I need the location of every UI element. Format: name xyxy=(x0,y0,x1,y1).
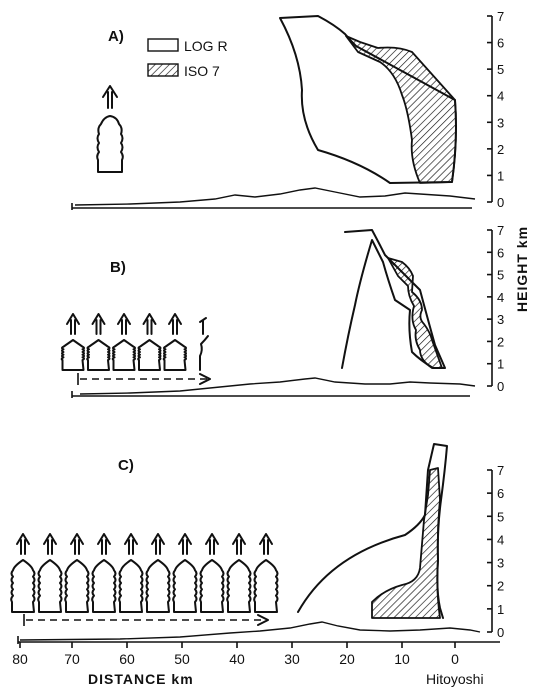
height-axis-b: 0 1 2 3 4 5 6 7 xyxy=(487,223,504,394)
height-tick-label: 5 xyxy=(497,62,504,77)
height-axis-c: 0 1 2 3 4 5 6 7 xyxy=(487,463,504,640)
convective-cell xyxy=(65,560,88,612)
convective-cell xyxy=(113,340,135,370)
cell-arrow-icon xyxy=(260,534,272,554)
distance-tick-label: 30 xyxy=(284,651,300,667)
distance-endpoint-label: Hitoyoshi xyxy=(426,671,484,687)
terrain-profile-a xyxy=(75,188,475,205)
cell-arrow-icon xyxy=(98,534,110,554)
panel-a: A) LOG R ISO 7 xyxy=(72,16,475,210)
cell-arrow-icon xyxy=(152,534,164,554)
cell-arrow-icon xyxy=(93,314,105,334)
cell-arrow-icon xyxy=(169,314,181,334)
height-tick-label: 2 xyxy=(497,142,504,157)
height-tick-label: 5 xyxy=(497,268,504,283)
height-tick-label: 1 xyxy=(497,602,504,617)
cell-arrow-icon xyxy=(200,318,206,334)
cell-arrow-icon xyxy=(71,534,83,554)
cell-arrow-icon xyxy=(125,534,137,554)
height-tick-label: 3 xyxy=(497,115,504,130)
height-tick-label: 4 xyxy=(497,532,504,547)
height-tick-label: 4 xyxy=(497,89,504,104)
height-axis-title: HEIGHT km xyxy=(514,226,530,312)
cell-arrow-icon xyxy=(118,314,130,334)
echo-iso-7-b xyxy=(388,258,442,368)
legend: LOG R ISO 7 xyxy=(148,38,228,79)
cell-arrow-icon xyxy=(179,534,191,554)
cell-extent-arrow-c xyxy=(24,614,268,626)
distance-tick-label: 80 xyxy=(12,651,28,667)
height-tick-label: 0 xyxy=(497,625,504,640)
height-tick-label: 6 xyxy=(497,245,504,260)
panel-c-label: C) xyxy=(118,457,134,474)
convective-cell xyxy=(87,340,109,370)
height-tick-label: 3 xyxy=(497,312,504,327)
height-tick-label: 7 xyxy=(497,9,504,24)
echo-iso-7-a xyxy=(346,36,456,183)
distance-tick-label: 40 xyxy=(229,651,245,667)
height-tick-label: 3 xyxy=(497,556,504,571)
distance-tick-label: 50 xyxy=(174,651,190,667)
convective-cells-c xyxy=(11,534,277,612)
cell-arrow-icon xyxy=(17,534,29,554)
convective-cell xyxy=(146,560,169,612)
legend-swatch-iso-7 xyxy=(148,64,178,76)
cell-arrow-icon xyxy=(67,314,79,334)
distance-tick-label: 10 xyxy=(394,651,410,667)
height-tick-label: 2 xyxy=(497,579,504,594)
distance-axis-title: DISTANCE km xyxy=(88,671,194,687)
convective-cell xyxy=(200,336,208,370)
height-tick-label: 6 xyxy=(497,36,504,51)
distance-tick-label: 0 xyxy=(451,651,459,667)
legend-swatch-log-r xyxy=(148,39,178,51)
convective-cell xyxy=(254,560,277,612)
height-tick-label: 1 xyxy=(497,357,504,372)
convective-cell xyxy=(200,560,223,612)
terrain-profile-b xyxy=(80,378,475,394)
terrain-profile-c xyxy=(20,622,480,640)
cell-arrow-icon xyxy=(144,314,156,334)
height-tick-label: 6 xyxy=(497,486,504,501)
convective-cell xyxy=(97,116,123,172)
panel-a-label: A) xyxy=(108,28,124,45)
panel-b: B) xyxy=(62,230,475,398)
height-tick-label: 0 xyxy=(497,379,504,394)
convective-cell xyxy=(173,560,196,612)
distance-tick-label: 20 xyxy=(339,651,355,667)
convective-cells-b xyxy=(62,314,208,370)
legend-label-iso-7: ISO 7 xyxy=(184,63,220,79)
distance-tick-label: 70 xyxy=(64,651,80,667)
height-tick-label: 7 xyxy=(497,223,504,238)
height-tick-label: 1 xyxy=(497,168,504,183)
convective-cell xyxy=(11,560,34,612)
height-tick-label: 0 xyxy=(497,195,504,210)
convective-cells-a xyxy=(97,86,123,172)
panel-b-label: B) xyxy=(110,259,126,276)
cell-extent-arrow-b xyxy=(78,373,210,385)
convective-cell xyxy=(62,340,84,370)
height-axis-a: 0 1 2 3 4 5 6 7 xyxy=(487,9,504,210)
cell-arrow-icon xyxy=(233,534,245,554)
panel-c: C) xyxy=(11,444,500,644)
cell-arrow-icon xyxy=(44,534,56,554)
convective-cell xyxy=(92,560,115,612)
distance-tick-label: 60 xyxy=(119,651,135,667)
convective-cell xyxy=(38,560,61,612)
convective-cell xyxy=(138,340,160,370)
height-tick-label: 2 xyxy=(497,334,504,349)
convective-cell xyxy=(164,340,186,370)
legend-label-log-r: LOG R xyxy=(184,38,228,54)
cell-arrow-icon xyxy=(103,86,117,108)
height-tick-label: 4 xyxy=(497,290,504,305)
cell-arrow-icon xyxy=(206,534,218,554)
height-tick-label: 7 xyxy=(497,463,504,478)
height-tick-label: 5 xyxy=(497,509,504,524)
distance-axis: 80 70 60 50 40 30 20 10 0 xyxy=(12,642,459,667)
convective-cell xyxy=(119,560,142,612)
convective-cell xyxy=(227,560,250,612)
